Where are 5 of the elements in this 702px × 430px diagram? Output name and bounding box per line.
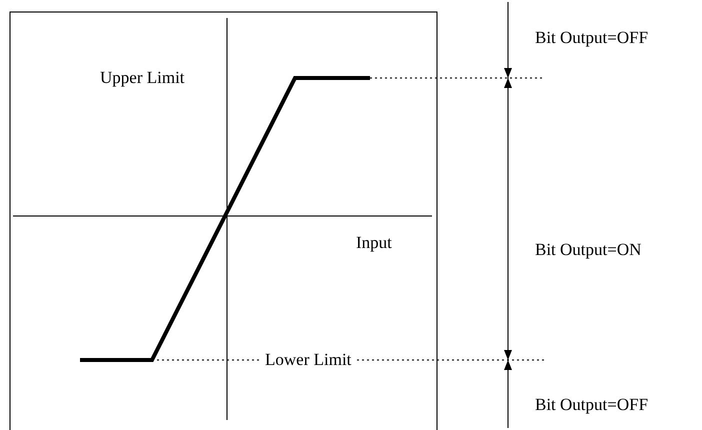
state-label: Bit Output=ON [535, 240, 642, 260]
limit-label: Upper Limit [100, 68, 185, 88]
axis-label: Input [356, 233, 392, 253]
state-label: Bit Output=OFF [535, 28, 648, 48]
state-label: Bit Output=OFF [535, 395, 648, 415]
